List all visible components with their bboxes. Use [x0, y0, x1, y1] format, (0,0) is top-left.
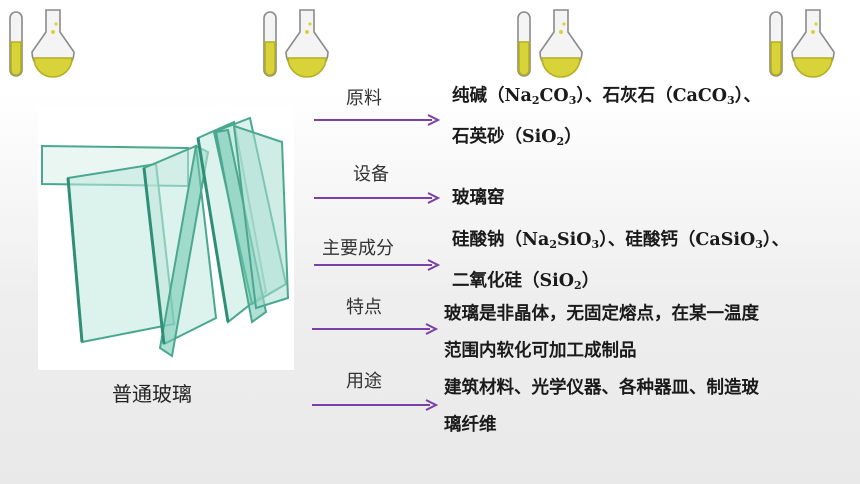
value-line: 璃纤维	[444, 415, 497, 435]
arrow-icon	[314, 192, 441, 204]
label-raw-materials: 原料	[346, 88, 382, 109]
value-raw-materials: 纯碱（Na2CO3）、石灰石（CaCO3）、 石英砂（SiO2）	[452, 78, 761, 160]
flask-icon	[9, 9, 75, 78]
value-line: 玻璃是非晶体，无固定熔点，在某一温度	[444, 304, 759, 324]
flask-icon	[263, 9, 329, 78]
label-features: 特点	[346, 297, 382, 318]
value-line: 范围内软化可加工成制品	[444, 341, 637, 361]
label-main-components: 主要成分	[322, 238, 394, 259]
value-line: 石英砂（SiO2）	[452, 127, 582, 148]
value-features: 玻璃是非晶体，无固定熔点，在某一温度 范围内软化可加工成制品	[444, 296, 759, 370]
top-decoration-band	[0, 0, 860, 92]
image-caption: 普通玻璃	[112, 382, 192, 406]
value-equipment: 玻璃窑	[452, 180, 505, 217]
label-equipment: 设备	[353, 164, 389, 185]
value-line: 二氧化硅（SiO2）	[452, 271, 600, 292]
arrow-icon	[312, 399, 439, 411]
arrow-icon	[312, 323, 439, 335]
value-uses: 建筑材料、光学仪器、各种器皿、制造玻 璃纤维	[444, 370, 759, 444]
value-line: 纯碱（Na2CO3）、石灰石（CaCO3）、	[452, 86, 761, 107]
arrow-icon	[314, 259, 441, 271]
flask-icon	[769, 9, 835, 78]
value-line: 玻璃窑	[452, 188, 505, 208]
arrow-icon	[314, 114, 441, 126]
value-main-components: 硅酸钠（Na2SiO3）、硅酸钙（CaSiO3）、 二氧化硅（SiO2）	[452, 222, 789, 304]
flask-icon	[517, 9, 583, 78]
value-line: 建筑材料、光学仪器、各种器皿、制造玻	[444, 378, 759, 398]
value-line: 硅酸钠（Na2SiO3）、硅酸钙（CaSiO3）、	[452, 230, 790, 251]
glass-sheets-image	[38, 108, 294, 370]
label-uses: 用途	[346, 371, 382, 392]
